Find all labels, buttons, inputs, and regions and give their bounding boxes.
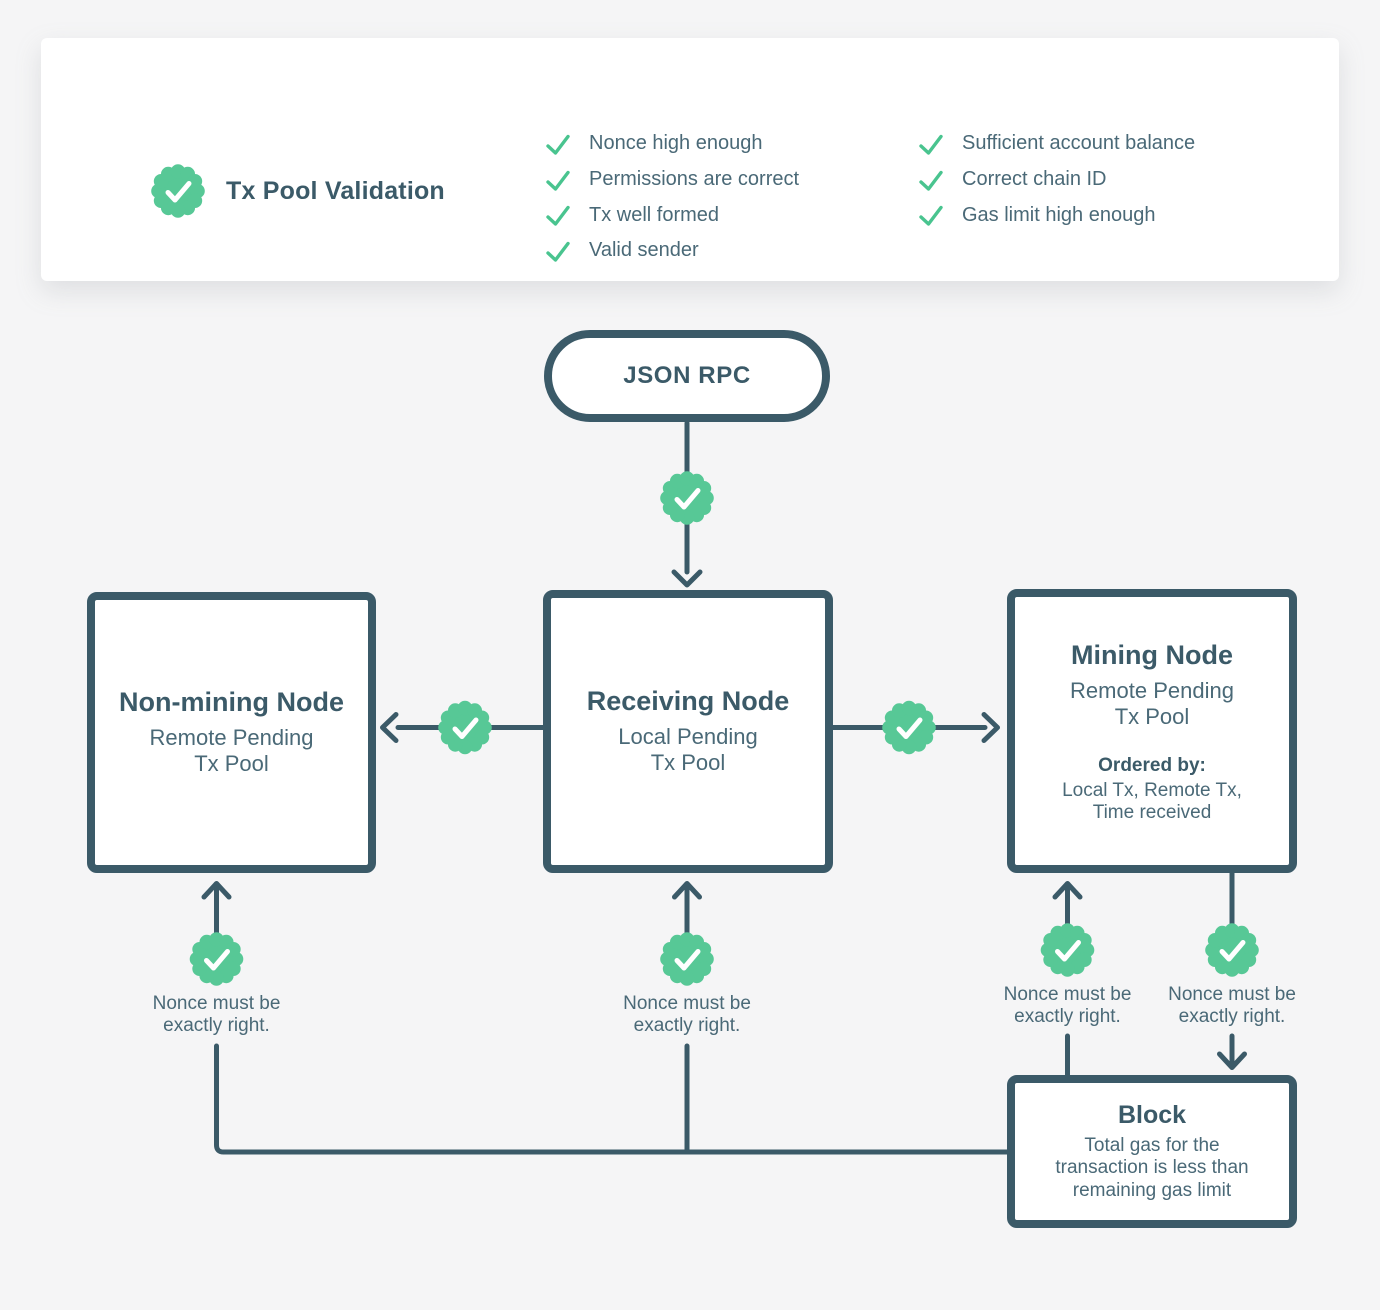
seal-check-icon [882,701,936,755]
check-icon [919,206,943,226]
receiving-node: Receiving Node Local Pending Tx Pool [543,590,833,873]
connector-block-to-mining [1052,881,1083,1080]
validation-item-label: Correct chain ID [962,168,1107,191]
validation-card: Tx Pool Validation Nonce high enough Per… [41,38,1339,281]
check-icon [546,241,570,262]
validation-item: Gas limit high enough [919,197,1195,233]
validation-list-right: Sufficient account balance Correct chain… [919,126,1195,233]
check-icon [919,170,943,191]
nonce-note-mining-left: Nonce must be exactly right. [1003,984,1132,1027]
validation-item: Valid sender [546,233,799,269]
non-mining-node-subtitle: Remote Pending Tx Pool [149,724,314,776]
mining-node-subtitle: Remote Pending Tx Pool [1070,677,1234,729]
seal-check-icon [1205,923,1259,977]
validation-item: Permissions are correct [546,162,799,198]
json-rpc-label: JSON RPC [623,362,751,389]
validation-item-label: Nonce high enough [589,132,763,155]
seal-check-icon [151,164,205,218]
validation-card-title: Tx Pool Validation [226,177,445,205]
block-node-subtitle: Total gas for the transaction is less th… [1055,1135,1249,1201]
validation-item-label: Valid sender [589,239,699,262]
check-icon [546,134,570,155]
validation-item-label: Tx well formed [589,203,720,226]
arrow-receiving-to-mining [830,712,1000,743]
validation-item: Sufficient account balance [919,126,1195,162]
mining-node-ordered-by-values: Local Tx, Remote Tx, Time received [1062,779,1242,823]
non-mining-node-title: Non-mining Node [119,687,344,718]
block-node: Block Total gas for the transaction is l… [1007,1075,1297,1228]
mining-node-ordered-by-label: Ordered by: [1098,754,1206,776]
receiving-node-title: Receiving Node [586,686,790,717]
validation-list-left: Nonce high enough Permissions are correc… [546,126,799,269]
mining-node-title: Mining Node [1071,640,1233,670]
seal-check-icon [660,932,714,986]
check-icon [546,170,570,191]
nonce-note-receiving: Nonce must be exactly right. [623,993,751,1036]
json-rpc-node: JSON RPC [544,330,830,422]
validation-item: Tx well formed [546,197,799,233]
non-mining-node: Non-mining Node Remote Pending Tx Pool [87,592,376,873]
arrow-json-rpc-to-receiving [671,420,703,588]
arrow-mining-to-block [1217,870,1247,1070]
validation-item: Correct chain ID [919,162,1195,198]
receiving-node-subtitle: Local Pending Tx Pool [618,723,758,775]
nonce-note-non-mining: Nonce must be exactly right. [152,993,281,1036]
seal-check-icon [1041,923,1095,977]
seal-check-icon [438,701,492,755]
check-icon [546,206,570,226]
check-icon [919,134,943,155]
seal-check-icon [660,471,714,525]
validation-item-label: Sufficient account balance [962,132,1196,155]
validation-item-label: Gas limit high enough [962,203,1156,226]
nonce-note-mining-right: Nonce must be exactly right. [1168,984,1296,1027]
block-node-title: Block [1117,1101,1187,1130]
mining-node: Mining Node Remote Pending Tx Pool Order… [1007,589,1297,873]
validation-item: Nonce high enough [546,126,799,162]
arrow-receiving-to-non-mining [380,712,546,743]
seal-check-icon [190,932,244,986]
validation-item-label: Permissions are correct [589,168,800,191]
